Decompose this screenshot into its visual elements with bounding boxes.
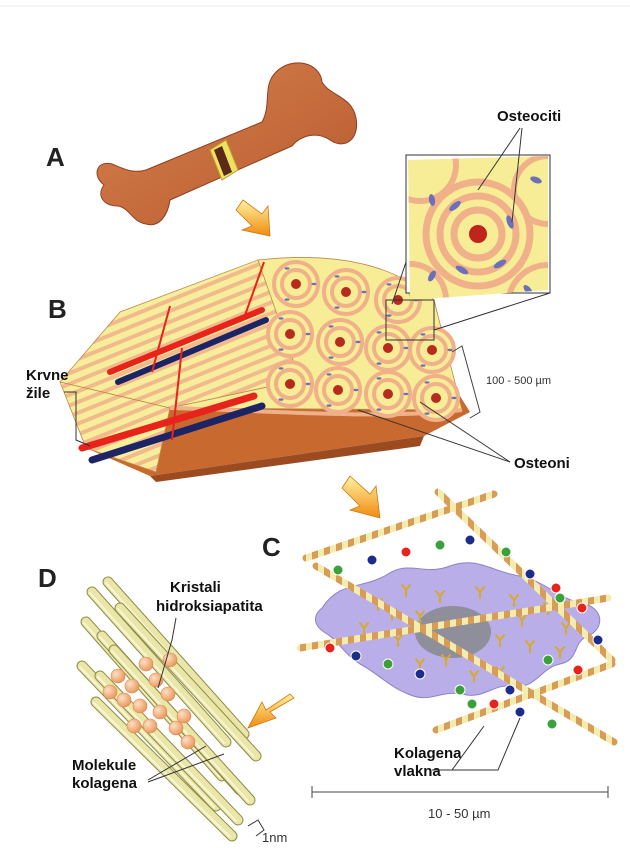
blood-vessels-label-line2: žile	[26, 385, 50, 402]
hydroxyapatite-crystal-icon	[127, 719, 141, 733]
osteon	[274, 262, 318, 306]
fiber-marker-icon	[435, 540, 445, 550]
fiber-marker-icon	[593, 635, 603, 645]
fiber-marker-icon	[525, 569, 535, 579]
hydroxyapatite-crystal-icon	[111, 669, 125, 683]
cell-scale-label: 10 - 50 µm	[428, 806, 490, 821]
panel-letter-d: D	[38, 563, 57, 593]
collagen-fibers-pointer	[452, 718, 520, 770]
osteon-scale-label: 100 - 500 µm	[486, 375, 551, 387]
fiber-marker-icon	[573, 665, 583, 675]
hydroxyapatite-crystal-icon	[125, 679, 139, 693]
panel-letter-b: B	[48, 294, 67, 324]
panel-letter-c: C	[262, 532, 281, 562]
collagen-molecules-label-line2: kolagena	[72, 775, 138, 792]
osteons-label: Osteoni	[514, 455, 570, 472]
osteon	[268, 362, 312, 406]
hydroxyapatite-crystal-icon	[181, 735, 195, 749]
panel-letter-a: A	[46, 142, 65, 172]
fiber-marker-icon	[325, 643, 335, 653]
hydroxyapatite-crystal-icon	[161, 687, 175, 701]
fiber-marker-icon	[333, 565, 343, 575]
osteon	[366, 326, 410, 370]
fiber-marker-icon	[505, 685, 515, 695]
collagen-molecules	[80, 582, 256, 837]
hydroxyapatite-crystal-icon	[143, 719, 157, 733]
arrow-b-to-c-icon	[342, 476, 380, 518]
hydroxyapatite-crystal-icon	[153, 705, 167, 719]
fiber-marker-icon	[515, 707, 525, 717]
femur-bone	[97, 63, 357, 225]
osteon	[414, 376, 458, 420]
fiber-marker-icon	[551, 583, 561, 593]
osteon	[324, 270, 368, 314]
fiber-marker-icon	[467, 699, 477, 709]
hydroxyapatite-crystal-icon	[177, 709, 191, 723]
hydroxyapatite-crystal-icon	[149, 673, 163, 687]
hydroxyapatite-crystal-icon	[117, 693, 131, 707]
fiber-marker-icon	[547, 719, 557, 729]
molecule-scale-label: 1nm	[262, 830, 287, 845]
osteocytes-label: Osteociti	[497, 108, 561, 125]
fiber-marker-icon	[577, 603, 587, 613]
crystals-label-line2: hidroksiapatita	[156, 598, 263, 615]
fiber-marker-icon	[543, 655, 553, 665]
fiber-marker-icon	[401, 547, 411, 557]
hydroxyapatite-crystal-icon	[169, 721, 183, 735]
hydroxyapatite-crystal-icon	[133, 699, 147, 713]
arrow-c-to-d-icon	[248, 694, 294, 728]
collagen-molecules-label-line1: Molekule	[72, 757, 136, 774]
hydroxyapatite-crystal-icon	[103, 685, 117, 699]
fiber-marker-icon	[555, 593, 565, 603]
osteon	[268, 312, 312, 356]
fiber-marker-icon	[351, 651, 361, 661]
osteon	[410, 328, 454, 372]
collagen-fibers-label-line1: Kolagena	[394, 745, 462, 762]
fiber-marker-icon	[415, 669, 425, 679]
osteon	[318, 320, 362, 364]
collagen-fibers-label-line2: vlakna	[394, 763, 441, 780]
fiber-marker-icon	[367, 555, 377, 565]
fiber-marker-icon	[489, 699, 499, 709]
hydroxyapatite-crystal-icon	[139, 657, 153, 671]
osteon	[316, 368, 360, 412]
fiber-marker-icon	[455, 685, 465, 695]
osteon	[366, 372, 410, 416]
fiber-marker-icon	[501, 547, 511, 557]
blood-vessels-label-line1: Krvne	[26, 367, 69, 384]
crystals-label-line1: Kristali	[170, 579, 221, 596]
fiber-marker-icon	[383, 659, 393, 669]
arrow-a-to-b-icon	[236, 200, 270, 236]
fiber-marker-icon	[465, 535, 475, 545]
